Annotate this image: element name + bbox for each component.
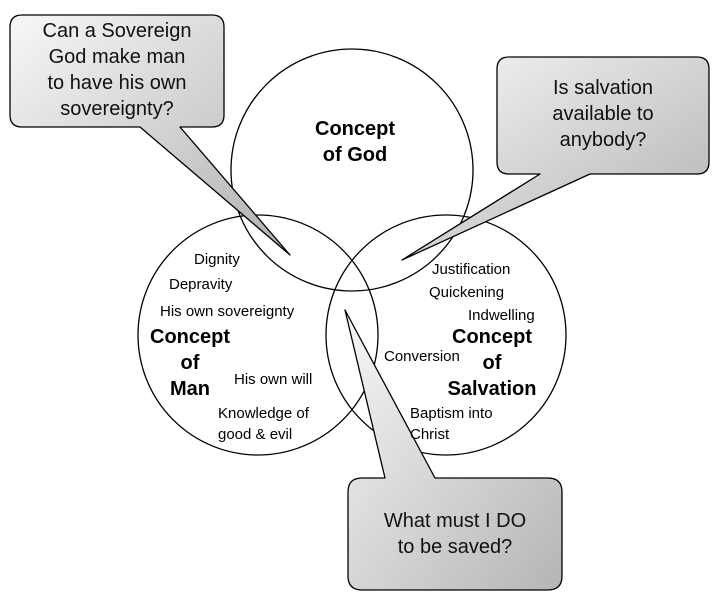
callout-bubble-salvation-available bbox=[401, 56, 710, 261]
bubble-line: Is salvation bbox=[552, 77, 654, 99]
title-line: of bbox=[180, 352, 200, 374]
salvation-item-indwelling: Indwelling bbox=[468, 307, 535, 324]
concept-of-man-title: Concept of Man bbox=[148, 324, 232, 402]
title-line: Salvation bbox=[447, 378, 537, 400]
salvation-item-christ: Christ bbox=[410, 426, 450, 443]
salvation-item-justification: Justification bbox=[432, 261, 511, 278]
bubble-text-top-left: Can a Sovereign God make man to have his… bbox=[10, 18, 224, 122]
bubble-text-bottom: What must I DO to be saved? bbox=[348, 508, 562, 560]
title-line: of bbox=[482, 352, 502, 374]
man-item-dignity: Dignity bbox=[194, 251, 240, 268]
salvation-item-baptism: Baptism into bbox=[410, 405, 493, 422]
circle-concept-of-man bbox=[137, 214, 379, 456]
bubble-text-top-right: Is salvation available to anybody? bbox=[497, 75, 709, 153]
title-line: Concept bbox=[315, 118, 395, 140]
bubble-line: Can a Sovereign bbox=[42, 20, 192, 42]
bubble-line: God make man bbox=[48, 46, 186, 68]
salvation-item-conversion: Conversion bbox=[384, 348, 460, 365]
concept-of-god-title: Concept of God bbox=[282, 116, 428, 168]
title-line: Concept bbox=[452, 326, 532, 348]
man-item-own-will: His own will bbox=[234, 371, 313, 388]
bubble-line: to be saved? bbox=[397, 536, 513, 558]
salvation-item-quickening: Quickening bbox=[429, 284, 505, 301]
man-item-knowledge: Knowledge of bbox=[218, 405, 309, 422]
man-item-sovereignty: His own sovereignty bbox=[160, 303, 295, 320]
callout-bubble-what-must-i-do bbox=[344, 309, 563, 591]
bubble-line: anybody? bbox=[559, 129, 647, 151]
title-line: Concept bbox=[150, 326, 230, 348]
man-item-good-evil: good & evil bbox=[218, 426, 293, 443]
concept-of-salvation-title: Concept of Salvation bbox=[432, 324, 552, 402]
title-line: Man bbox=[170, 378, 210, 400]
circle-concept-of-god bbox=[230, 48, 474, 292]
bubble-line: sovereignty? bbox=[60, 98, 174, 120]
callout-bubble-sovereign-god bbox=[9, 14, 291, 256]
bubble-line: What must I DO bbox=[383, 510, 527, 532]
man-item-depravity: Depravity bbox=[169, 276, 233, 293]
bubble-line: to have his own bbox=[47, 72, 187, 94]
title-line: of God bbox=[322, 144, 388, 166]
bubble-line: available to bbox=[552, 103, 654, 125]
circle-concept-of-salvation bbox=[325, 214, 567, 456]
